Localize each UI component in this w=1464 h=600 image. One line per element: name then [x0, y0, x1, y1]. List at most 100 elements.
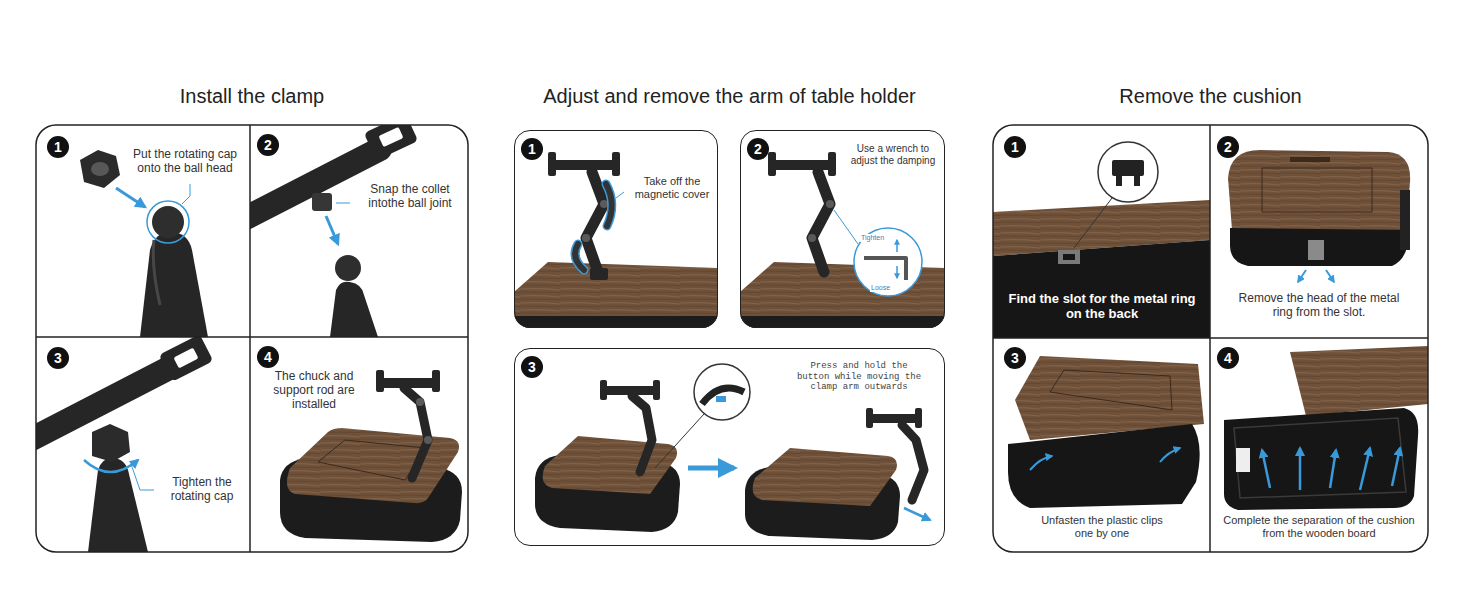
illustration-part	[116, 188, 145, 207]
install-clamp-art	[36, 125, 468, 552]
separation-art	[1224, 346, 1428, 510]
illustration-part	[1236, 448, 1250, 472]
callout-number: 3	[1004, 347, 1026, 369]
illustration-part	[1224, 408, 1418, 510]
illustration-part	[173, 348, 198, 369]
illustration-part	[902, 425, 924, 500]
callout-number: 2	[747, 138, 769, 160]
panel-heading: Adjust and remove the arm of table holde…	[494, 84, 965, 108]
illustration-part	[159, 337, 214, 382]
step-box: 3 Press and hold the button while moving …	[514, 348, 945, 546]
illustration-part	[424, 436, 432, 444]
illustration-part	[993, 337, 1428, 339]
illustration-part	[140, 232, 208, 337]
illustration-part	[1298, 270, 1306, 282]
illustration-part	[548, 160, 620, 170]
illustration-part	[1230, 228, 1408, 266]
illustration-part	[864, 258, 906, 280]
step-caption: Remove the head of the metal ring from t…	[1236, 291, 1402, 319]
illustration-part	[36, 336, 468, 338]
illustration-part	[336, 203, 350, 204]
illustration-part	[1160, 448, 1180, 462]
illustration-part	[694, 364, 750, 420]
illustration-part	[312, 193, 332, 211]
damping-label: Loose	[870, 284, 891, 292]
illustration-part	[1050, 370, 1172, 410]
step-panel: Install the clamp1Put the rotating cap o…	[36, 76, 468, 552]
illustration-part	[993, 240, 1210, 338]
illustration-part	[655, 414, 704, 468]
panel-heading: Install the clamp	[36, 84, 468, 108]
remove-cushion-art	[993, 125, 1428, 552]
step-caption: Find the slot for the metal ring on the …	[1007, 291, 1197, 322]
step-cell: 2Snap the collet intothe ball joint	[250, 125, 468, 337]
illustration-part	[740, 316, 945, 328]
magnetic-cover-art	[514, 152, 718, 328]
illustration-part	[600, 200, 608, 208]
step-box: 1Take off the magnetic cover	[514, 130, 718, 328]
illustration-part	[1074, 198, 1112, 248]
illustration-part	[582, 234, 590, 242]
illustration-part	[1360, 448, 1370, 490]
illustration-part	[866, 408, 873, 428]
illustration-part	[152, 206, 184, 238]
illustration-part	[330, 282, 378, 337]
illustration-part	[1262, 168, 1372, 212]
illustration-part	[688, 466, 734, 471]
cap-onto-ball-art	[80, 150, 208, 337]
step-cell: 1Find the slot for the metal ring on the…	[993, 125, 1210, 338]
callout-number: 4	[257, 346, 279, 368]
illustration-part	[768, 152, 776, 176]
illustration-part	[80, 150, 120, 188]
illustration-part	[1063, 254, 1075, 260]
step-caption: Press and hold the button while moving t…	[793, 361, 925, 393]
illustration-part	[1030, 456, 1052, 470]
illustration-part	[376, 378, 440, 388]
illustration-part	[548, 152, 556, 176]
step-cell: 3Tighten the rotating cap	[36, 337, 250, 552]
illustration-part	[575, 244, 584, 270]
step-cell: 4Complete the separation of the cushion …	[1210, 338, 1428, 552]
callout-number: 3	[521, 356, 543, 378]
step-panel: Remove the cushion1Find the slot for the…	[993, 76, 1428, 552]
illustration-part	[1308, 240, 1324, 260]
panel-frame	[36, 125, 468, 552]
illustration-part	[335, 255, 361, 281]
illustration-part	[1058, 250, 1080, 264]
illustration-part	[575, 244, 584, 270]
callout-number: 1	[1004, 136, 1026, 158]
clips-art	[1008, 356, 1204, 508]
illustration-part	[586, 172, 604, 272]
damping-art	[740, 152, 945, 328]
illustration-part	[1392, 448, 1400, 486]
panel-frame	[993, 125, 1428, 552]
illustration-part	[808, 234, 816, 242]
illustration-part	[376, 370, 384, 392]
callout-number: 2	[257, 134, 279, 156]
illustration-part	[606, 184, 612, 226]
slot-art	[993, 142, 1210, 338]
step-panel: Adjust and remove the arm of table holde…	[514, 76, 945, 546]
step-box: 2 Use a wrench to adjust the damping	[740, 130, 945, 328]
step-caption: Snap the collet intothe ball joint	[354, 182, 466, 210]
illustration-part	[91, 162, 109, 176]
step-cell: 4The chuck and support rod are installed	[250, 337, 468, 552]
illustration-part	[653, 380, 660, 400]
illustration-part	[1134, 176, 1140, 186]
illustration-part	[287, 428, 459, 503]
illustration-part	[904, 508, 930, 520]
illustration-part	[416, 398, 424, 406]
illustration-part	[612, 152, 620, 176]
illustration-part	[250, 149, 380, 226]
step-caption: Use a wrench to adjust the damping	[843, 143, 943, 167]
callout-number: 3	[47, 347, 69, 369]
illustration-part	[147, 201, 189, 243]
illustration-part	[834, 210, 858, 244]
callout-number: 4	[1217, 347, 1239, 369]
illustration-part	[131, 464, 154, 490]
illustration-part	[1400, 190, 1410, 250]
illustration-part	[364, 125, 418, 160]
